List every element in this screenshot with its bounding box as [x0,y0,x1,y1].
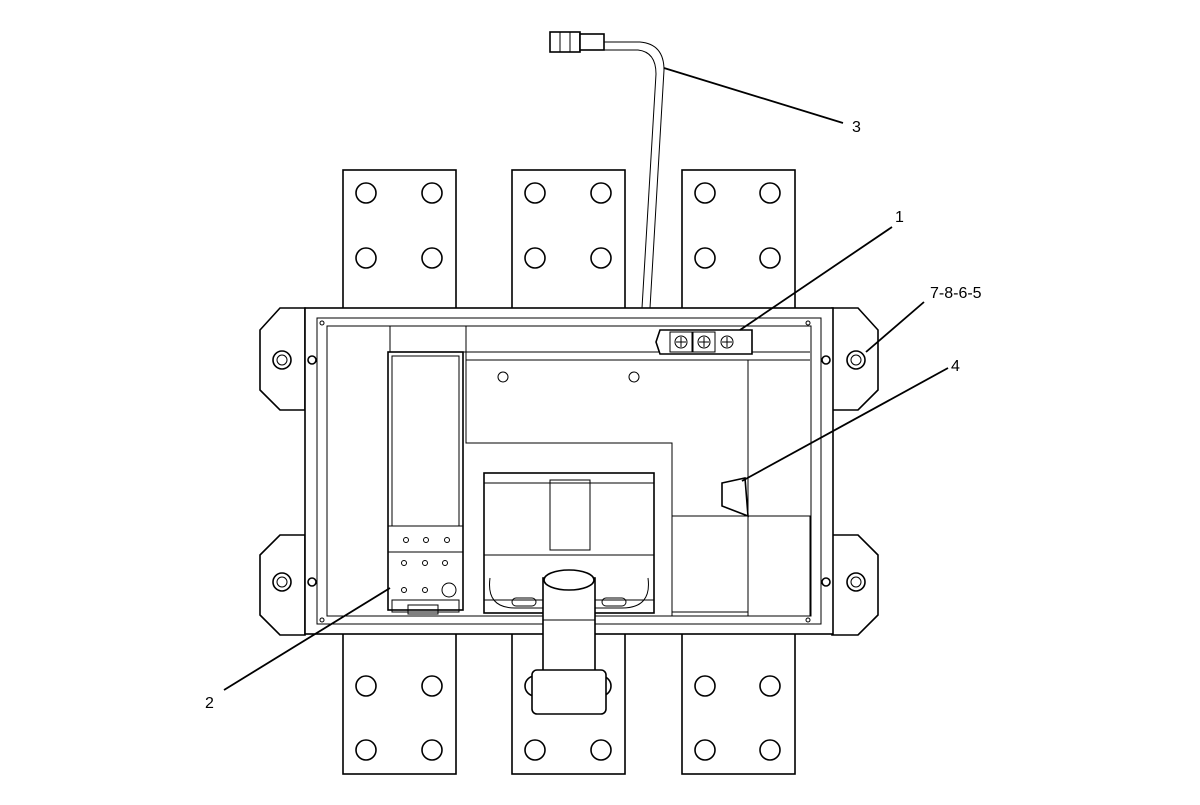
leader-3 [663,67,844,124]
top-bus-bar-left [342,169,457,313]
top-bus-bar-right [681,169,796,313]
callout-label-1: 1 [895,209,904,226]
leader-5 [865,301,925,353]
bracket-left-top [259,307,306,411]
bottom-bus-bar-right [681,631,796,775]
trip-unit-tab [721,477,749,518]
callout-label-3: 3 [852,119,861,136]
callout-label-5: 7-8-6-5 [930,285,982,302]
bottom-bus-bar-left [342,631,457,775]
bracket-right-top [831,307,879,411]
bracket-left-bottom [259,534,306,636]
terminal-block [655,329,753,355]
top-bus-bar-center [511,169,626,313]
leader-1 [739,226,893,331]
leader-4 [741,367,949,482]
wire-harness [549,31,665,309]
leader-2 [223,587,391,691]
bracket-right-bottom [831,534,879,636]
breaker-handle [531,569,607,715]
callout-leaders [223,67,949,691]
accessory-module [387,351,464,615]
callout-label-4: 4 [951,358,960,375]
callout-label-2: 2 [205,695,214,712]
